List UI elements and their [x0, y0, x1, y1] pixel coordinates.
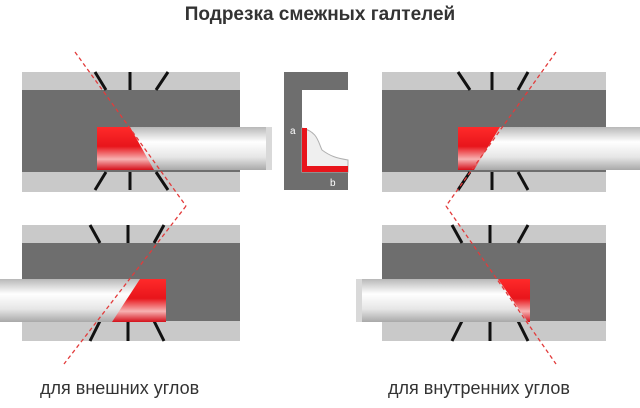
miter-box-inner-top	[382, 51, 640, 207]
miter-box-inner-bottom	[356, 205, 606, 365]
crown-molding	[458, 127, 640, 170]
diagram-title: Подрезка смежных галтелей	[184, 4, 456, 25]
saw-slots	[456, 71, 530, 191]
cut-face-red	[458, 127, 500, 170]
crown-molding	[356, 279, 530, 322]
cut-line	[445, 51, 557, 207]
saw-slots	[93, 71, 170, 191]
caption-inner-corners: для внутренних углов	[388, 378, 570, 398]
saw-slots	[450, 224, 530, 342]
cut-face-red	[112, 279, 166, 322]
crown-molding	[0, 279, 166, 322]
caption-outer-corners: для внешних углов	[40, 378, 200, 398]
miter-box-outer-top	[22, 51, 272, 207]
miter-box-outer-bottom	[0, 205, 240, 365]
profile-label-a: a	[290, 126, 296, 137]
cut-face-red	[97, 127, 154, 170]
profile-label-b: b	[330, 178, 336, 189]
cut-line	[63, 205, 187, 365]
saw-slots	[88, 224, 166, 342]
crown-molding	[97, 127, 272, 170]
profile-cross-section: a b	[284, 72, 349, 190]
cut-line	[74, 51, 187, 207]
cut-face-red	[498, 279, 530, 322]
